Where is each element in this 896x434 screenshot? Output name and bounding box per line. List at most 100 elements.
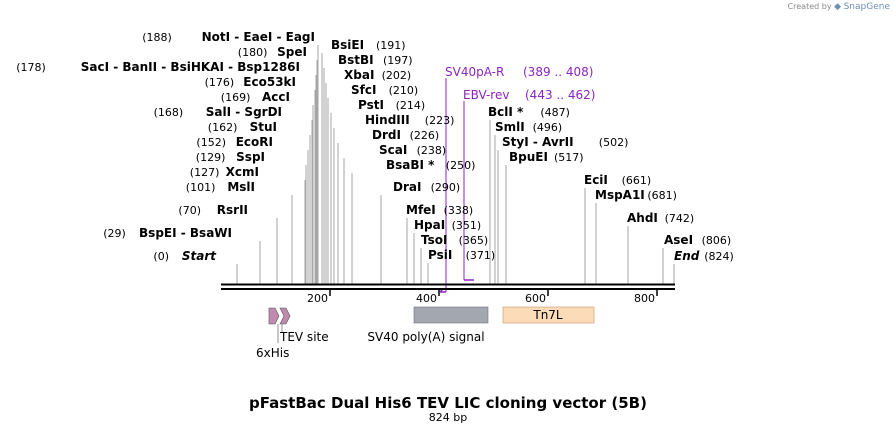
credit-brand: SnapGene bbox=[843, 2, 890, 12]
enzyme-position-sfci: (210) bbox=[389, 84, 419, 97]
enzyme-position-bstbi: (197) bbox=[383, 54, 413, 67]
enzyme-name-styi-avrii[interactable]: StyI - AvrII bbox=[502, 135, 574, 149]
enzyme-name-asei[interactable]: AseI bbox=[664, 233, 693, 247]
enzyme-name-noti-eaei-eagi[interactable]: NotI - EaeI - EagI bbox=[202, 30, 315, 44]
feature-label-6xhis: 6xHis bbox=[256, 346, 289, 360]
map-subtitle: 824 bp bbox=[428, 411, 468, 424]
enzyme-position-bcli: (487) bbox=[540, 106, 570, 119]
enzyme-name-eco53ki[interactable]: Eco53kI bbox=[243, 75, 296, 89]
feature-label-sv40-polya: SV40 poly(A) signal bbox=[367, 330, 484, 344]
enzyme-position-rsrii: (70) bbox=[178, 204, 201, 217]
enzyme-position-xcmi: (127) bbox=[190, 166, 220, 179]
feature-sv40-polya-box[interactable] bbox=[413, 306, 489, 324]
enzyme-name-bsiei[interactable]: BsiEI bbox=[331, 38, 364, 52]
enzyme-name-sspi[interactable]: SspI bbox=[236, 150, 265, 164]
enzyme-position-ecii: (661) bbox=[622, 174, 652, 187]
snapgene-logo: ◆ bbox=[834, 2, 842, 12]
enzyme-position-hpai: (351) bbox=[452, 219, 482, 232]
enzyme-name-spei[interactable]: SpeI bbox=[277, 45, 307, 59]
enzyme-name-sali-sgrdi[interactable]: SalI - SgrDI bbox=[206, 105, 282, 119]
enzyme-name-end[interactable]: End bbox=[674, 249, 700, 263]
ruler-label-600: 600 bbox=[525, 292, 546, 305]
enzyme-position-end: (824) bbox=[704, 250, 734, 263]
feature-tn7l-box[interactable] bbox=[502, 306, 595, 324]
credit-prefix: Created by bbox=[787, 2, 832, 11]
enzyme-name-bpuei[interactable]: BpuEI bbox=[509, 150, 548, 164]
enzyme-position-spei: (180) bbox=[238, 46, 268, 59]
enzyme-position-styi-avrii: (502) bbox=[599, 136, 629, 149]
primer-name-ebv-rev[interactable]: EBV-rev bbox=[463, 88, 509, 102]
ruler-label-200: 200 bbox=[307, 292, 328, 305]
enzyme-name-rsrii[interactable]: RsrII bbox=[217, 203, 248, 217]
enzyme-position-tsoi: (365) bbox=[459, 234, 489, 247]
enzyme-labels: Start (0) BspEI - BsaWI (29) RsrII (70) MslI (1… bbox=[16, 30, 734, 263]
enzyme-position-asei: (806) bbox=[702, 234, 732, 247]
enzyme-connector-lines bbox=[236, 45, 675, 284]
primer-name-sv40pa-r[interactable]: SV40pA-R bbox=[445, 65, 504, 79]
ruler-label-400: 400 bbox=[416, 292, 437, 305]
enzyme-position-xbai: (202) bbox=[382, 69, 412, 82]
enzyme-position-start: (0) bbox=[153, 250, 169, 263]
enzyme-position-eco53ki: (176) bbox=[205, 76, 235, 89]
enzyme-name-bstbi[interactable]: BstBI bbox=[338, 53, 374, 67]
enzyme-name-ecii[interactable]: EciI bbox=[584, 173, 608, 187]
map-title: pFastBac Dual His6 TEV LIC cloning vecto… bbox=[249, 394, 647, 412]
enzyme-name-mfei[interactable]: MfeI bbox=[406, 203, 436, 217]
enzyme-name-hindiii[interactable]: HindIII bbox=[365, 113, 410, 127]
enzyme-name-acci[interactable]: AccI bbox=[262, 90, 290, 104]
enzyme-position-noti-eaei-eagi: (188) bbox=[142, 31, 172, 44]
enzyme-name-psti[interactable]: PstI bbox=[358, 98, 384, 112]
enzyme-name-xcmi[interactable]: XcmI bbox=[226, 165, 259, 179]
enzyme-name-hpai[interactable]: HpaI bbox=[414, 218, 445, 232]
enzyme-position-bspei-bsawi: (29) bbox=[103, 227, 126, 240]
enzyme-name-bspei-bsawi[interactable]: BspEI - BsaWI bbox=[139, 226, 232, 240]
feature-label-tn7l: Tn7L bbox=[532, 308, 563, 322]
enzyme-position-hindiii: (223) bbox=[425, 114, 455, 127]
enzyme-name-stui[interactable]: StuI bbox=[250, 120, 277, 134]
primer-range-sv40pa-r: (389 .. 408) bbox=[523, 65, 593, 79]
enzyme-name-bcli[interactable]: BclI * bbox=[488, 105, 524, 119]
enzyme-position-bsiei: (191) bbox=[376, 39, 406, 52]
enzyme-name-drai[interactable]: DraI bbox=[393, 180, 421, 194]
enzyme-name-sfci[interactable]: SfcI bbox=[351, 83, 376, 97]
enzyme-position-scai: (238) bbox=[417, 144, 447, 157]
enzyme-name-scai[interactable]: ScaI bbox=[379, 143, 407, 157]
enzyme-name-bsabi[interactable]: BsaBI * bbox=[386, 158, 435, 172]
enzyme-name-drdi[interactable]: DrdI bbox=[372, 128, 401, 142]
enzyme-name-ahdi[interactable]: AhdI bbox=[627, 211, 658, 225]
enzyme-position-saci-banii-bsihkai-bsp1286i: (178) bbox=[16, 61, 46, 74]
sequence-backbone bbox=[221, 283, 675, 290]
enzyme-position-bpuei: (517) bbox=[554, 151, 584, 164]
enzyme-position-acci: (169) bbox=[221, 91, 251, 104]
enzyme-position-bsabi: (250) bbox=[446, 159, 476, 172]
enzyme-position-mspa1i: (681) bbox=[647, 189, 677, 202]
enzyme-position-drdi: (226) bbox=[410, 129, 440, 142]
enzyme-name-smli[interactable]: SmlI bbox=[495, 120, 525, 134]
ruler-label-800: 800 bbox=[634, 292, 655, 305]
feature-6xhis-arrow[interactable] bbox=[268, 307, 280, 325]
plasmid-linear-map: SV40pA-R (389 .. 408) EBV-rev (443 .. 46… bbox=[16, 30, 734, 360]
enzyme-name-ecori[interactable]: EcoRI bbox=[236, 135, 273, 149]
enzyme-position-drai: (290) bbox=[431, 181, 461, 194]
bp-ruler: 200 400 600 800 bbox=[307, 290, 658, 305]
enzyme-name-msli[interactable]: MslI bbox=[227, 180, 255, 194]
enzyme-name-saci-banii-bsihkai-bsp1286i[interactable]: SacI - BanII - BsiHKAI - Bsp1286I bbox=[81, 60, 300, 74]
enzyme-position-sali-sgrdi: (168) bbox=[154, 106, 184, 119]
enzyme-position-mfei: (338) bbox=[444, 204, 474, 217]
enzyme-name-xbai[interactable]: XbaI bbox=[344, 68, 374, 82]
enzyme-name-psii[interactable]: PsiI bbox=[428, 248, 452, 262]
enzyme-position-ahdi: (742) bbox=[665, 212, 695, 225]
enzyme-position-psii: (371) bbox=[466, 249, 496, 262]
feature-label-tev-site: TEV site bbox=[279, 330, 329, 344]
enzyme-name-tsoi[interactable]: TsoI bbox=[421, 233, 447, 247]
enzyme-name-mspa1i[interactable]: MspA1I bbox=[595, 188, 645, 202]
enzyme-name-start[interactable]: Start bbox=[182, 249, 217, 263]
snapgene-credit: Created by ◆ SnapGene bbox=[788, 2, 890, 12]
enzyme-position-psti: (214) bbox=[396, 99, 426, 112]
features: 6xHis TEV site SV40 poly(A) signal Tn7L bbox=[256, 306, 595, 360]
primer-range-ebv-rev: (443 .. 462) bbox=[525, 88, 595, 102]
enzyme-position-smli: (496) bbox=[533, 121, 563, 134]
feature-tev-site-arrow[interactable] bbox=[279, 307, 291, 325]
enzyme-position-sspi: (129) bbox=[196, 151, 226, 164]
enzyme-position-stui: (162) bbox=[208, 121, 238, 134]
